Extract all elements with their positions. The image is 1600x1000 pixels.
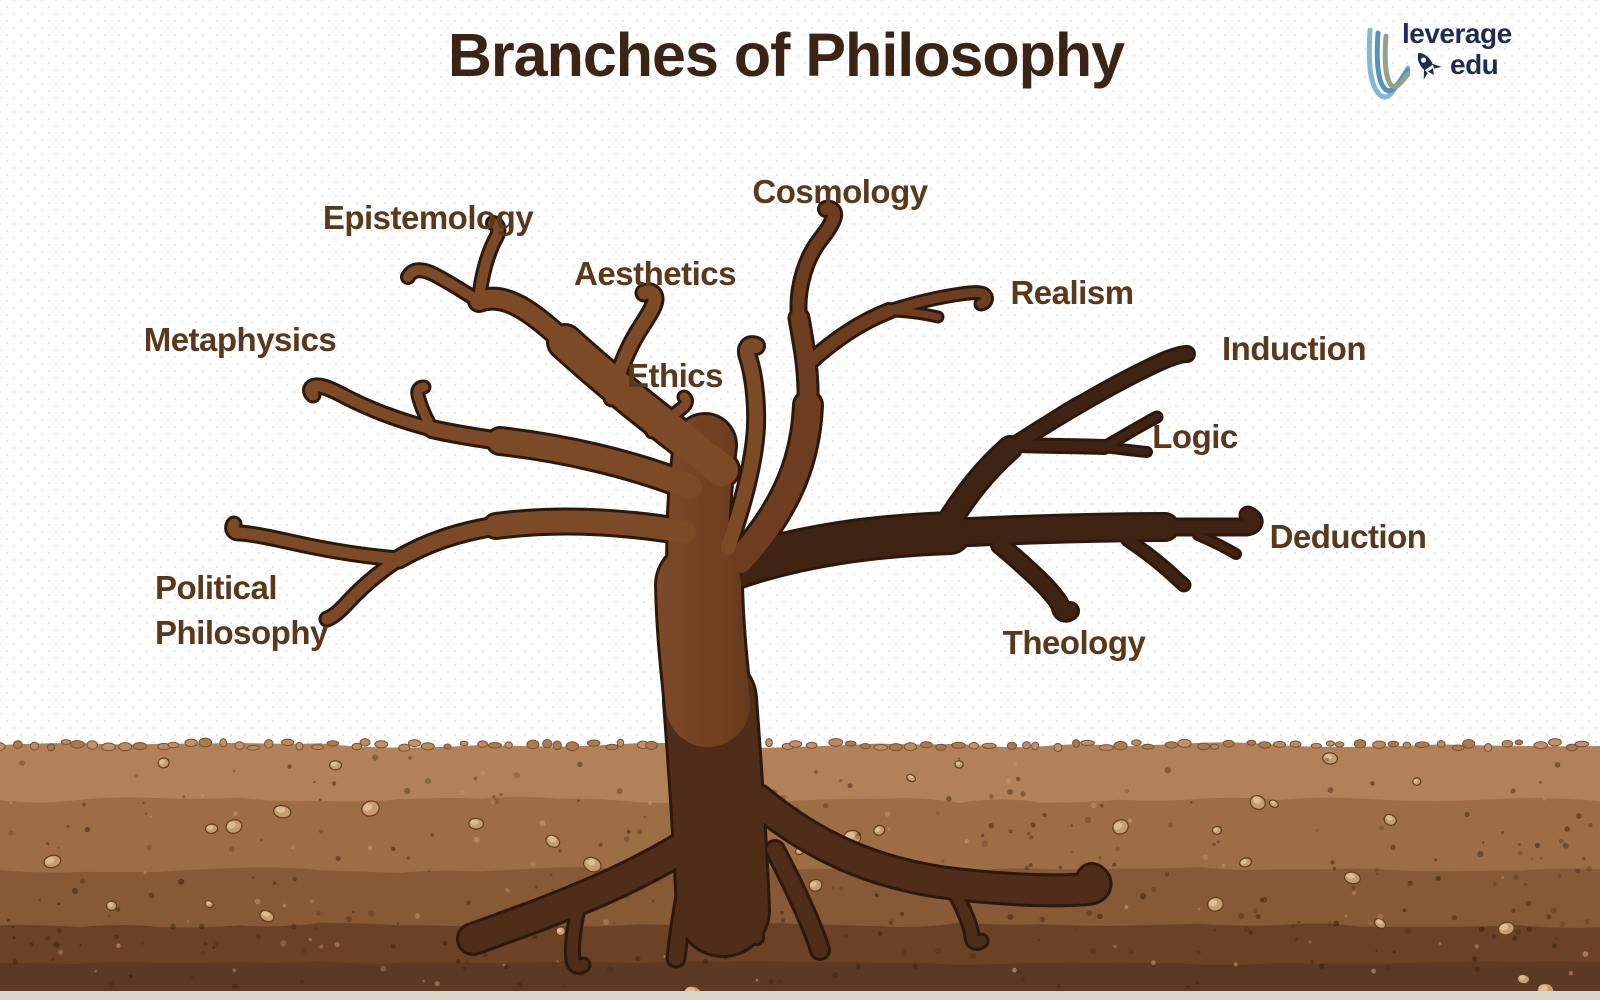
branch-label-metaphysics: Metaphysics [143, 321, 337, 358]
branch-label-theology: Theology [1002, 624, 1146, 661]
branch-label-cosmology: Cosmology [752, 173, 928, 210]
branch-label-logic: Logic [1152, 418, 1238, 455]
branch-label-epistemology: Epistemology [322, 199, 534, 236]
branch-label-aesthetics: Aesthetics [574, 255, 736, 292]
leverage-edu-logo: leverage edu [1360, 16, 1560, 112]
open-book-v-icon [1366, 28, 1410, 100]
branch-label-ethics: Ethics [626, 357, 724, 394]
branch-label-realism: Realism [1010, 274, 1134, 311]
tree [224, 199, 1264, 975]
branch-label-induction: Induction [1222, 330, 1366, 367]
page-title: Branches of Philosophy [447, 21, 1125, 89]
logo-word-edu: edu [1450, 49, 1499, 80]
rocket-icon [1417, 52, 1442, 80]
branch-label-deduction: Deduction [1269, 518, 1427, 555]
branch-label-political-philosophy: Political Philosophy [155, 569, 328, 651]
logo-word-leverage: leverage [1402, 18, 1512, 49]
soil-layers [0, 737, 1600, 1000]
